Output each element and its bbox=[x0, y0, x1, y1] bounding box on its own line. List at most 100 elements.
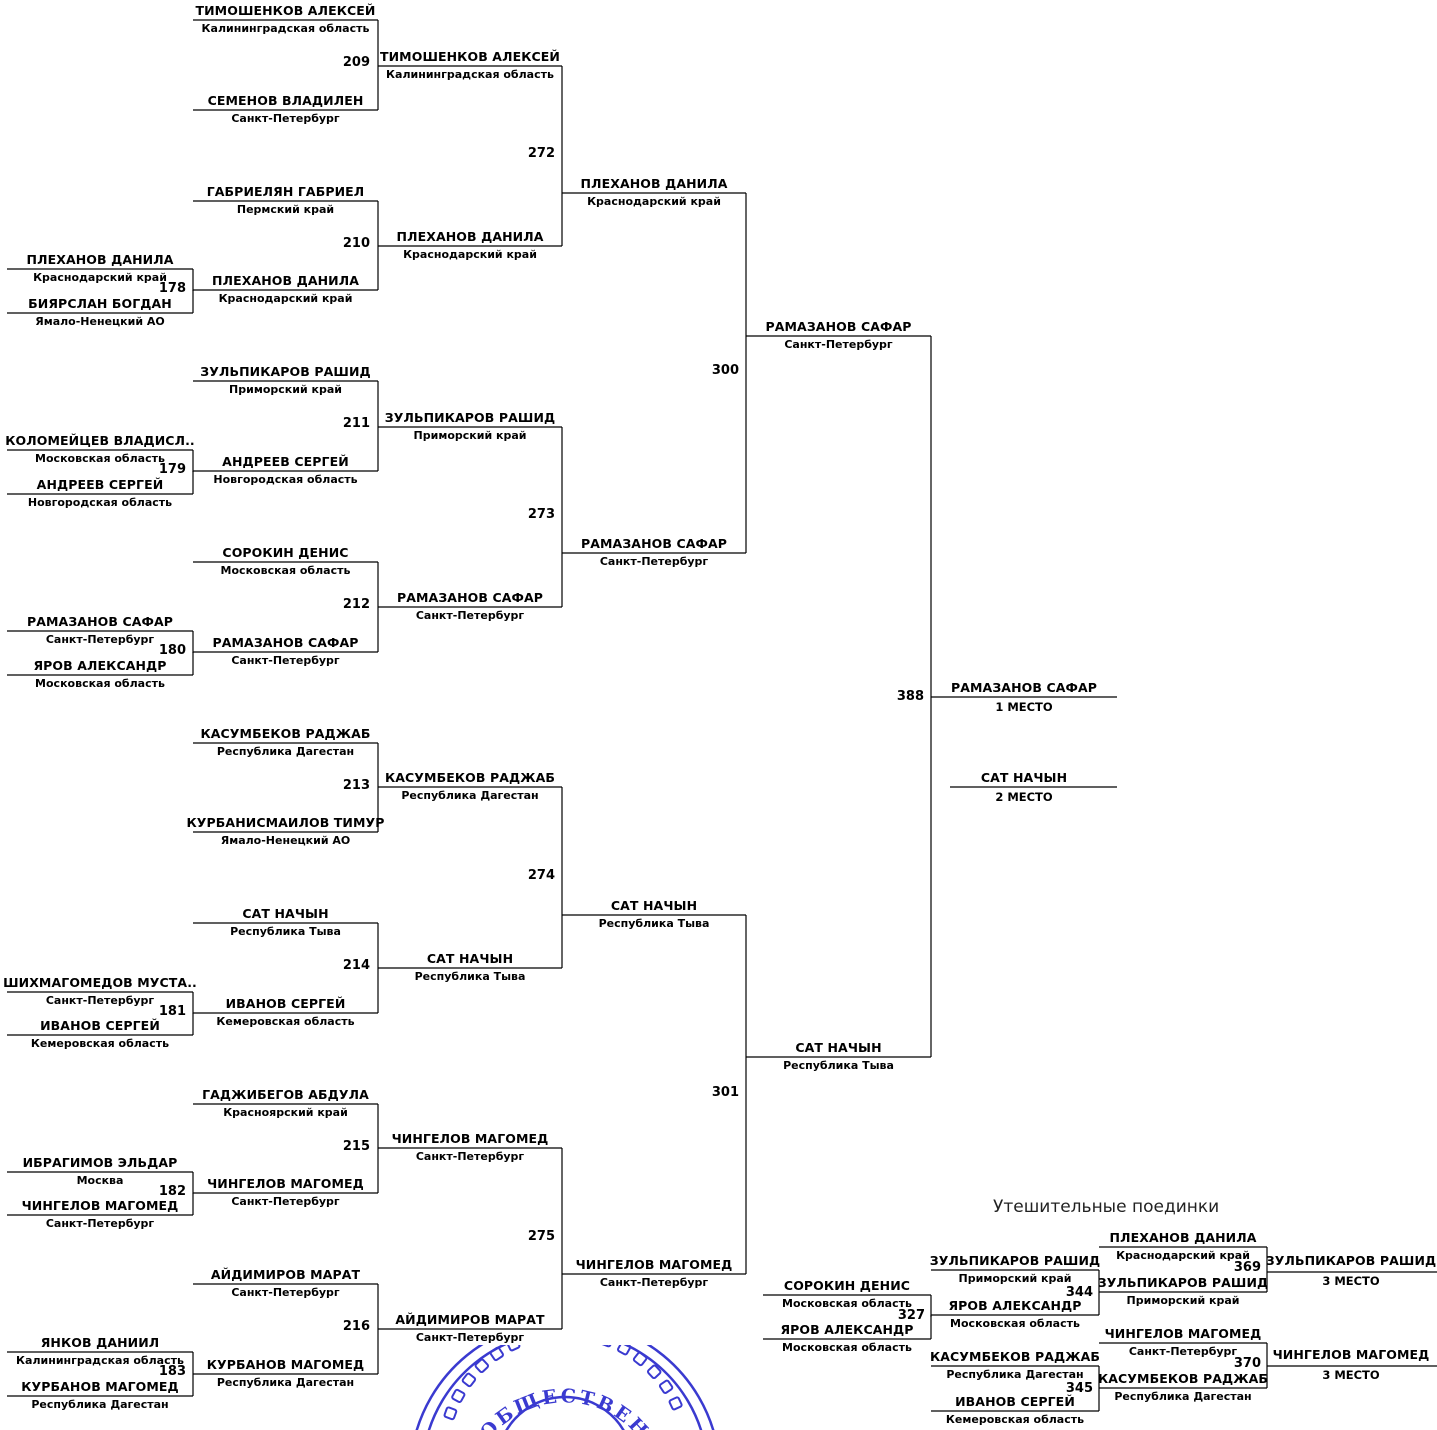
r1-entry-6-name: СОРОКИН ДЕНИС bbox=[222, 545, 349, 560]
consolation-c3-entry-1-name: ЗУЛЬПИКАРОВ РАШИД bbox=[1097, 1275, 1269, 1290]
consolation-c2-entry-1-region: Московская область bbox=[950, 1317, 1080, 1330]
r0-entry-10-region: Калининградская область bbox=[16, 1354, 184, 1367]
bout-number: 275 bbox=[527, 1228, 555, 1244]
bout-number: 272 bbox=[527, 146, 555, 161]
r4-entry-0-region: Санкт-Петербург bbox=[784, 338, 893, 351]
r1-entry-15-region: Республика Дагестан bbox=[216, 1376, 355, 1389]
bout-number: 370 bbox=[1233, 1356, 1261, 1371]
bout-number: 182 bbox=[158, 1183, 186, 1199]
r1-entry-5-region: Новгородская область bbox=[213, 473, 358, 486]
first-place-name: РАМАЗАНОВ САФАР bbox=[950, 680, 1098, 695]
consolation-c1-entry-1-name: ЯРОВ АЛЕКСАНДР bbox=[780, 1322, 914, 1337]
consolation-c3-entry-0-region: Краснодарский край bbox=[1116, 1249, 1250, 1262]
stamp-ornament bbox=[617, 1345, 632, 1356]
consolation-c1-entry-0-name: СОРОКИН ДЕНИС bbox=[783, 1278, 911, 1293]
r1-entry-12-name: ГАДЖИБЕГОВ АБДУЛА bbox=[202, 1087, 369, 1102]
r1-entry-7-region: Санкт-Петербург bbox=[231, 654, 340, 667]
r3-entry-0-region: Краснодарский край bbox=[587, 195, 721, 208]
r0-entry-4-name: РАМАЗАНОВ САФАР bbox=[26, 614, 174, 629]
r2-entry-6-name: ЧИНГЕЛОВ МАГОМЕД bbox=[391, 1131, 549, 1146]
r2-entry-1-name: ПЛЕХАНОВ ДАНИЛА bbox=[396, 229, 544, 244]
r0-entry-6-name: ШИХМАГОМЕДОВ МУСТА.. bbox=[3, 975, 197, 990]
stamp-ornament bbox=[599, 1345, 614, 1348]
r0-entry-7-region: Кемеровская область bbox=[30, 1037, 170, 1050]
consolation-c2-entry-3-region: Кемеровская область bbox=[945, 1413, 1085, 1426]
r0-entry-1-region: Ямало-Ненецкий АО bbox=[35, 315, 165, 328]
bout-number: 301 bbox=[711, 1084, 739, 1100]
r3-entry-1-region: Санкт-Петербург bbox=[599, 555, 709, 568]
r2-entry-3-name: РАМАЗАНОВ САФАР bbox=[396, 590, 544, 605]
r1-entry-1-region: Санкт-Петербург bbox=[231, 112, 340, 125]
stamp-ornament bbox=[474, 1358, 490, 1374]
bout-number: 344 bbox=[1065, 1285, 1093, 1300]
r1-entry-4-name: ЗУЛЬПИКАРОВ РАШИД bbox=[200, 364, 371, 379]
r1-entry-13-name: ЧИНГЕЛОВ МАГОМЕД bbox=[207, 1176, 364, 1191]
consolation-c3-entry-1-region: Приморский край bbox=[1126, 1294, 1240, 1307]
r2-entry-1-region: Краснодарский край bbox=[403, 248, 537, 261]
bout-number: 273 bbox=[527, 507, 555, 522]
bout-number: 181 bbox=[158, 1003, 186, 1019]
stamp-ornament bbox=[461, 1372, 477, 1388]
bout-number: 210 bbox=[342, 235, 370, 251]
r1-entry-3-region: Краснодарский край bbox=[218, 292, 353, 305]
r1-entry-11-region: Кемеровская область bbox=[216, 1015, 355, 1028]
bout-number: 216 bbox=[342, 1319, 370, 1334]
r0-entry-0-region: Краснодарский край bbox=[33, 271, 167, 284]
r1-entry-12-region: Красноярский край bbox=[223, 1106, 348, 1119]
r1-entry-15-name: КУРБАНОВ МАГОМЕД bbox=[206, 1357, 365, 1372]
r0-entry-4-region: Санкт-Петербург bbox=[45, 633, 155, 646]
r1-entry-7-name: РАМАЗАНОВ САФАР bbox=[212, 635, 359, 650]
r3-entry-2-name: САТ НАЧЫН bbox=[610, 898, 698, 913]
bout-number: 369 bbox=[1233, 1260, 1261, 1275]
r1-entry-0-region: Калининградская область bbox=[201, 22, 370, 35]
bout-number: 214 bbox=[342, 958, 370, 973]
bout-number: 180 bbox=[158, 643, 186, 658]
r1-entry-9-name: КУРБАНИСМАИЛОВ ТИМУР bbox=[186, 815, 385, 830]
r1-entry-3-name: ПЛЕХАНОВ ДАНИЛА bbox=[212, 273, 359, 288]
r0-entry-1-name: БИЯРСЛАН БОГДАН bbox=[28, 296, 172, 311]
r3-entry-3-region: Санкт-Петербург bbox=[599, 1276, 709, 1289]
consolation-c3-entry-3-region: Республика Дагестан bbox=[1114, 1390, 1252, 1403]
consolation-c2-entry-0-region: Приморский край bbox=[958, 1272, 1072, 1285]
second-place-label: 2 МЕСТО bbox=[995, 790, 1053, 804]
r2-entry-6-region: Санкт-Петербург bbox=[415, 1150, 525, 1163]
r2-entry-3-region: Санкт-Петербург bbox=[415, 609, 525, 622]
r2-entry-2-region: Приморский край bbox=[413, 429, 527, 442]
stamp-ornament bbox=[506, 1345, 521, 1352]
r3-entry-3-name: ЧИНГЕЛОВ МАГОМЕД bbox=[575, 1257, 733, 1272]
third-place-a-label: 3 МЕСТО bbox=[1322, 1274, 1380, 1288]
bout-number: 179 bbox=[158, 462, 186, 477]
bout-number: 215 bbox=[342, 1138, 370, 1154]
stamp-ornament bbox=[646, 1364, 662, 1380]
r1-entry-1-name: СЕМЕНОВ ВЛАДИЛЕН bbox=[207, 93, 364, 108]
r0-entry-7-name: ИВАНОВ СЕРГЕЙ bbox=[40, 1018, 160, 1033]
stamp-ornament bbox=[451, 1388, 466, 1403]
r1-entry-8-name: КАСУМБЕКОВ РАДЖАБ bbox=[200, 726, 371, 741]
consolation-c2-entry-0-name: ЗУЛЬПИКАРОВ РАШИД bbox=[929, 1253, 1101, 1268]
bout-number: 178 bbox=[158, 281, 186, 296]
r0-entry-2-region: Московская область bbox=[35, 452, 165, 465]
third-place-b-name: ЧИНГЕЛОВ МАГОМЕД bbox=[1272, 1347, 1430, 1362]
bout-number: 388 bbox=[896, 689, 924, 704]
r1-entry-13-region: Санкт-Петербург bbox=[231, 1195, 340, 1208]
third-place-b-label: 3 МЕСТО bbox=[1322, 1368, 1380, 1382]
r0-entry-8-name: ИБРАГИМОВ ЭЛЬДАР bbox=[22, 1155, 178, 1170]
r4-entry-1-region: Республика Тыва bbox=[783, 1059, 894, 1072]
bout-number: 209 bbox=[342, 55, 370, 70]
r0-entry-11-region: Республика Дагестан bbox=[31, 1398, 169, 1411]
r0-entry-5-name: ЯРОВ АЛЕКСАНДР bbox=[33, 658, 167, 673]
r3-entry-2-region: Республика Тыва bbox=[598, 917, 710, 930]
r1-entry-14-region: Санкт-Петербург bbox=[231, 1286, 340, 1299]
consolation-c1-entry-0-region: Московская область bbox=[782, 1297, 912, 1310]
consolation-c3-entry-2-region: Санкт-Петербург bbox=[1128, 1345, 1238, 1358]
bout-number: 213 bbox=[342, 777, 370, 793]
second-place-name: САТ НАЧЫН bbox=[980, 770, 1068, 785]
bout-number: 274 bbox=[527, 867, 555, 883]
bout-number: 183 bbox=[158, 1364, 186, 1379]
consolation-c3-entry-0-name: ПЛЕХАНОВ ДАНИЛА bbox=[1109, 1230, 1257, 1245]
r1-entry-9-region: Ямало-Ненецкий АО bbox=[220, 834, 351, 847]
consolation-title: Утешительные поединки bbox=[993, 1197, 1220, 1217]
r0-entry-9-name: ЧИНГЕЛОВ МАГОМЕД bbox=[21, 1198, 179, 1213]
